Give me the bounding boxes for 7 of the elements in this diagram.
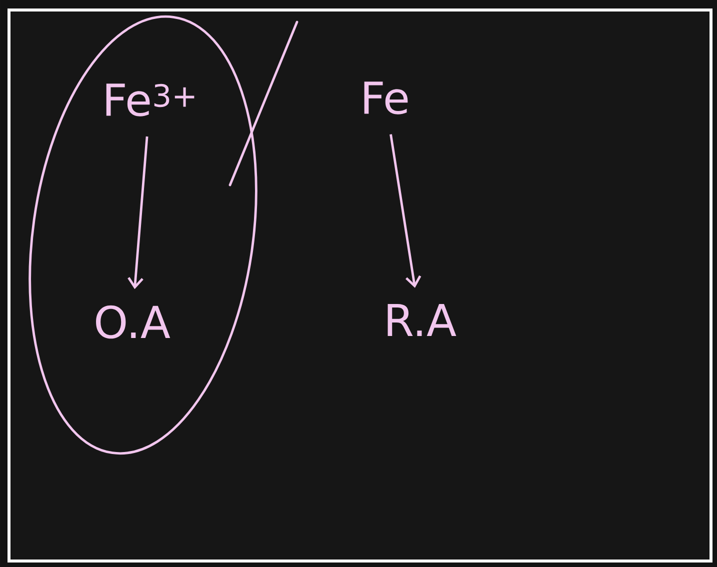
formula-text: O.A <box>96 305 170 339</box>
formula-text: Fe <box>364 82 408 114</box>
formula-text: R.A <box>388 304 456 336</box>
arrow <box>390 134 422 288</box>
formula-text: Fe$^{3+}$ <box>106 84 194 116</box>
enclosing-loop <box>28 16 258 454</box>
arrow <box>128 136 148 290</box>
